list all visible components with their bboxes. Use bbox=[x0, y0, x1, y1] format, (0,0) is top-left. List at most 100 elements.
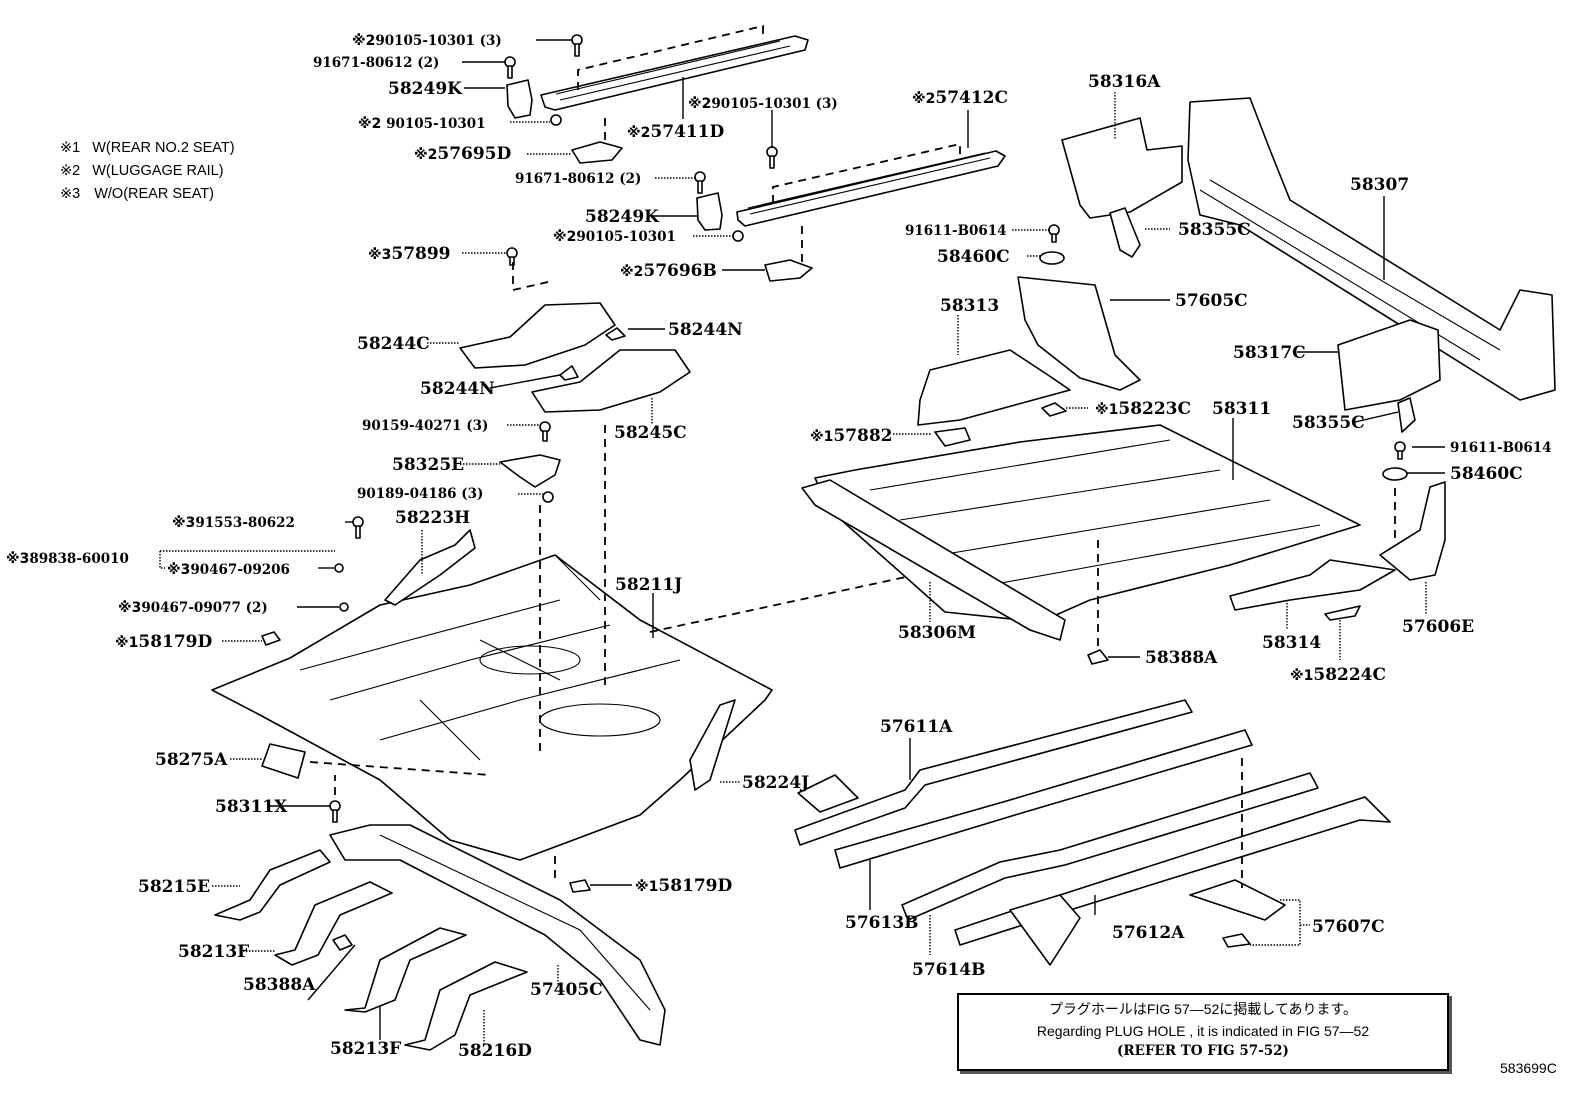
callout-58275a[interactable]: 58275A bbox=[155, 750, 228, 770]
crossmember-57614b[interactable] bbox=[901, 772, 1319, 921]
callout-58249k-b[interactable]: 58249K bbox=[585, 207, 660, 227]
patch-58224c[interactable] bbox=[1324, 605, 1361, 621]
crossmember-57611a[interactable] bbox=[794, 699, 1193, 846]
callout-89838-60010[interactable]: ※389838-60010 bbox=[6, 551, 129, 567]
callout-57614b[interactable]: 57614B bbox=[912, 960, 986, 980]
patch-58388a-left[interactable] bbox=[332, 934, 353, 951]
clip-58244n-a[interactable] bbox=[605, 327, 626, 341]
crossmember-57613b[interactable] bbox=[834, 729, 1253, 869]
bracket-58215e[interactable] bbox=[214, 849, 331, 921]
plate-58275a[interactable] bbox=[261, 743, 306, 779]
callout-91553-80622[interactable]: ※391553-80622 bbox=[172, 515, 295, 531]
callout-58245c[interactable]: 58245C bbox=[614, 423, 687, 443]
callout-90105-10301-b[interactable]: ※2 90105-10301 bbox=[358, 116, 486, 132]
seat-pan-58245c[interactable] bbox=[531, 349, 691, 413]
panel-58313[interactable] bbox=[917, 349, 1071, 426]
callout-58460c-b[interactable]: 58460C bbox=[1450, 464, 1523, 484]
bracket-58213f-lower[interactable] bbox=[344, 927, 467, 1013]
callout-58213f-a[interactable]: 58213F bbox=[178, 942, 249, 962]
side-member-57405c[interactable] bbox=[329, 824, 666, 1046]
mount-57696b[interactable] bbox=[764, 259, 813, 282]
callout-58355c-a[interactable]: 58355C bbox=[1178, 220, 1251, 240]
callout-57405c[interactable]: 57405C bbox=[530, 980, 603, 1000]
mount-57695d[interactable] bbox=[571, 141, 623, 164]
callout-90159-40271[interactable]: 90159-40271 (3) bbox=[362, 418, 488, 434]
callout-57696b[interactable]: ※257696B bbox=[620, 261, 717, 281]
callout-57607c[interactable]: 57607C bbox=[1312, 917, 1385, 937]
callout-58314[interactable]: 58314 bbox=[1262, 633, 1321, 653]
callout-90105-10301-d[interactable]: ※290105-10301 bbox=[553, 229, 676, 245]
callout-58311[interactable]: 58311 bbox=[1212, 399, 1271, 419]
panel-57605c[interactable] bbox=[1017, 276, 1141, 391]
callout-90467-09206[interactable]: ※390467-09206 bbox=[167, 562, 290, 578]
callout-58388a-a[interactable]: 58388A bbox=[243, 975, 316, 995]
extension-58316a[interactable] bbox=[1061, 117, 1183, 219]
callout-58179d-b[interactable]: ※158179D bbox=[635, 876, 733, 896]
bracket-58249k-lower[interactable] bbox=[696, 192, 723, 231]
callout-91611-b0614-a[interactable]: 91611-B0614 bbox=[905, 223, 1007, 239]
clip-58244n-b[interactable] bbox=[559, 365, 579, 381]
callout-91611-b0614-b[interactable]: 91611-B0614 bbox=[1450, 440, 1552, 456]
bracket-57607c-b[interactable] bbox=[1222, 933, 1251, 948]
callout-58244c[interactable]: 58244C bbox=[357, 334, 430, 354]
callout-58325e[interactable]: 58325E bbox=[392, 455, 464, 475]
gusset-57611a[interactable] bbox=[797, 774, 859, 813]
callout-58216d[interactable]: 58216D bbox=[458, 1041, 532, 1061]
callout-58244n-b[interactable]: 58244N bbox=[420, 379, 495, 399]
callout-58460c-a[interactable]: 58460C bbox=[937, 247, 1010, 267]
sill-58306m[interactable] bbox=[801, 479, 1066, 641]
seat-pan-58244c[interactable] bbox=[459, 302, 616, 369]
callout-57412c[interactable]: ※257412C bbox=[912, 88, 1008, 108]
callout-91671-80612-a[interactable]: 91671-80612 (2) bbox=[313, 55, 439, 71]
bracket-58325e[interactable] bbox=[499, 454, 561, 488]
bracket-58216d[interactable] bbox=[404, 961, 528, 1051]
callout-58388a-b[interactable]: 58388A bbox=[1145, 648, 1218, 668]
callout-58244n-a[interactable]: 58244N bbox=[668, 320, 743, 340]
clip-58179d-lower[interactable] bbox=[569, 879, 591, 893]
callout-58307[interactable]: 58307 bbox=[1350, 175, 1409, 195]
note-reference-link[interactable]: (REFER TO FIG 57-52) bbox=[1117, 1043, 1289, 1059]
callout-58211j[interactable]: 58211J bbox=[615, 575, 682, 595]
luggage-rail-57411d[interactable] bbox=[540, 24, 809, 111]
brace-58224j[interactable] bbox=[689, 699, 736, 791]
callout-91671-80612-b[interactable]: 91671-80612 (2) bbox=[515, 171, 641, 187]
callout-58223h[interactable]: 58223H bbox=[395, 508, 470, 528]
callout-57612a[interactable]: 57612A bbox=[1112, 923, 1185, 943]
callout-90105-10301-c[interactable]: ※290105-10301 (3) bbox=[688, 96, 838, 112]
callout-58355c-b[interactable]: 58355C bbox=[1292, 413, 1365, 433]
patch-58388a-right[interactable] bbox=[1087, 649, 1109, 665]
panel-58314[interactable] bbox=[1229, 559, 1396, 611]
bracket-58249k-upper[interactable] bbox=[506, 79, 533, 119]
callout-57613b[interactable]: 57613B bbox=[845, 913, 919, 933]
panel-58317c[interactable] bbox=[1337, 319, 1441, 411]
callout-58223c[interactable]: ※158223C bbox=[1095, 399, 1191, 419]
callout-57882[interactable]: ※157882 bbox=[810, 426, 893, 446]
bracket-57606e[interactable] bbox=[1379, 481, 1446, 581]
callout-58311x[interactable]: 58311X bbox=[215, 797, 288, 817]
callout-57611a[interactable]: 57611A bbox=[880, 717, 953, 737]
bracket-58213f-upper[interactable] bbox=[274, 881, 393, 966]
callout-58317c[interactable]: 58317C bbox=[1233, 343, 1306, 363]
brace-58355c-upper[interactable] bbox=[1109, 207, 1141, 258]
callout-58224c[interactable]: ※158224C bbox=[1290, 665, 1386, 685]
callout-58249k-a[interactable]: 58249K bbox=[388, 79, 463, 99]
gusset-57612a[interactable] bbox=[1009, 894, 1081, 966]
clip-58223c[interactable] bbox=[1041, 402, 1067, 417]
callout-58215e[interactable]: 58215E bbox=[138, 877, 210, 897]
callout-90105-10301-a[interactable]: ※290105-10301 (3) bbox=[352, 33, 502, 49]
callout-58316a[interactable]: 58316A bbox=[1088, 72, 1161, 92]
rear-floor-pan-58211j[interactable] bbox=[211, 554, 773, 861]
bracket-58223h[interactable] bbox=[384, 529, 476, 606]
callout-57899[interactable]: ※357899 bbox=[368, 244, 451, 264]
clip-57882[interactable] bbox=[934, 427, 971, 447]
clip-58179d-upper[interactable] bbox=[261, 631, 281, 646]
callout-57605c[interactable]: 57605C bbox=[1175, 291, 1248, 311]
callout-58224j[interactable]: 58224J bbox=[742, 773, 809, 793]
callout-90467-09077[interactable]: ※390467-09077 (2) bbox=[118, 600, 268, 616]
bracket-57607c-a[interactable] bbox=[1189, 879, 1286, 921]
callout-58179d-a[interactable]: ※158179D bbox=[115, 632, 213, 652]
callout-57606e[interactable]: 57606E bbox=[1402, 617, 1474, 637]
brace-58355c-lower[interactable] bbox=[1397, 397, 1416, 433]
callout-57411d[interactable]: ※257411D bbox=[627, 122, 725, 142]
callout-58306m[interactable]: 58306M bbox=[898, 623, 976, 643]
